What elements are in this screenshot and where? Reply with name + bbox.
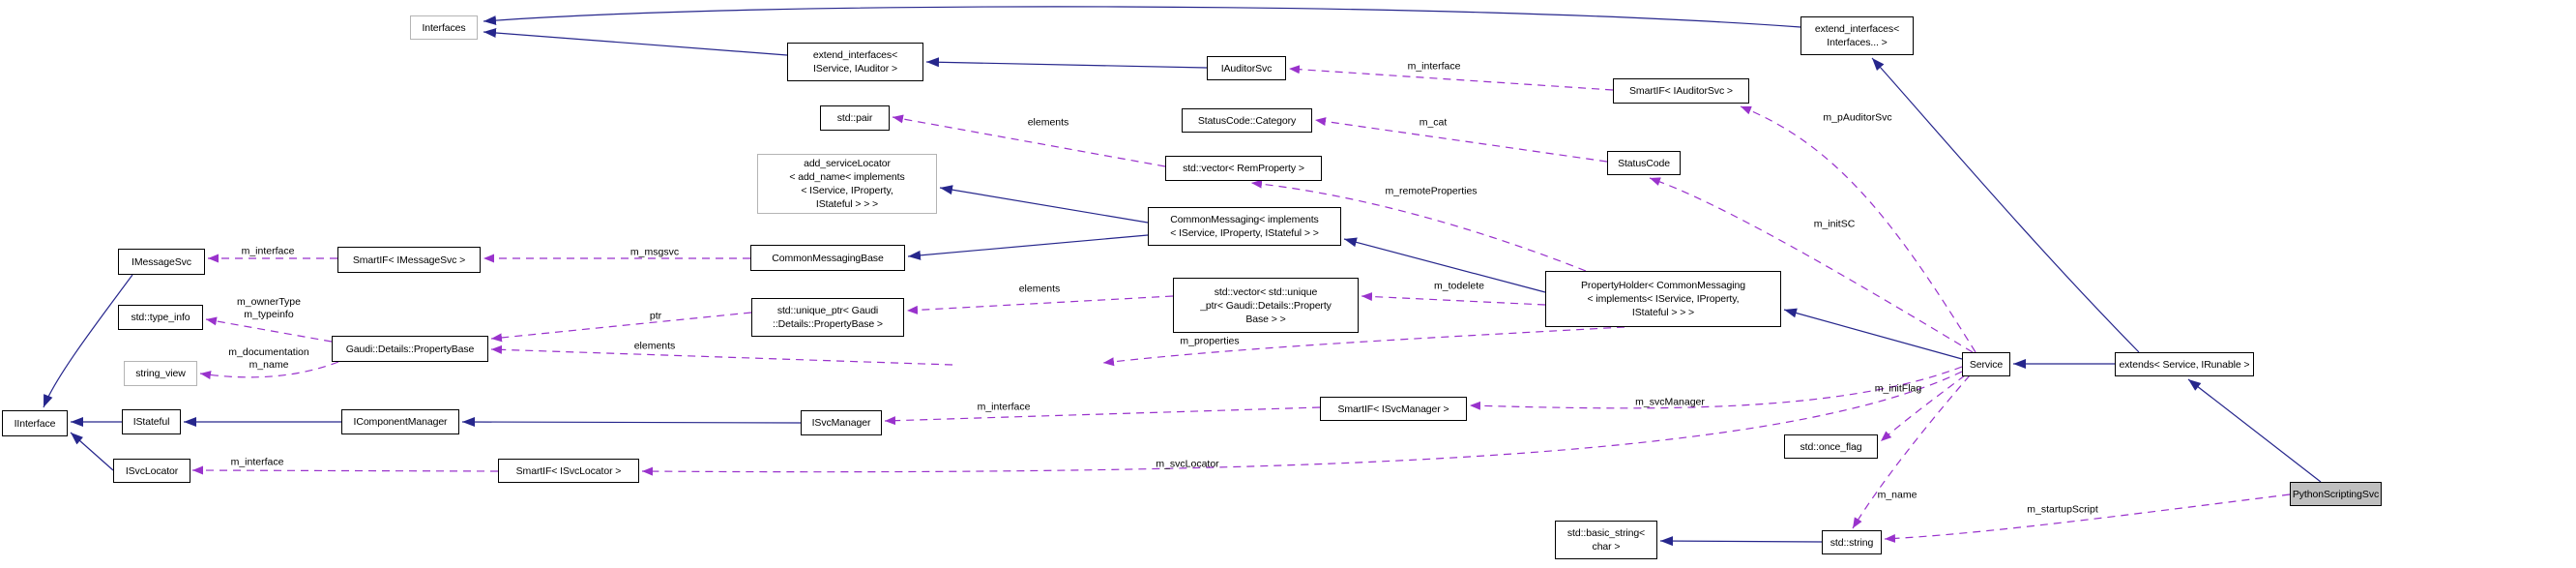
edge-extends-to-extendif-interfaces <box>1871 57 2140 353</box>
node-std-unique-ptr-propertybase[interactable]: std::unique_ptr< Gaudi ::Details::Proper… <box>751 298 904 337</box>
node-add-servicelocator[interactable]: add_serviceLocator < add_name< implement… <box>757 154 937 214</box>
node-extend-interfaces-iservice-iauditor[interactable]: extend_interfaces< IService, IAuditor > <box>787 43 923 81</box>
edge-label-m-properties: m_properties <box>1180 335 1240 347</box>
node-std-type-info[interactable]: std::type_info <box>118 305 203 330</box>
node-isvcmanager[interactable]: ISvcManager <box>801 410 882 435</box>
edge-service-to-stdstring <box>1852 374 1971 529</box>
edge-label-m-ownertype-typeinfo: m_ownerType m_typeinfo <box>237 296 301 320</box>
edge-label-m-interface-svcmanager: m_interface <box>977 401 1031 413</box>
node-commonmessagingbase[interactable]: CommonMessagingBase <box>750 245 905 271</box>
edge-smartif-isvcmanager-to-isvcmanager <box>884 406 1321 426</box>
node-extend-interfaces-variadic[interactable]: extend_interfaces< Interfaces... > <box>1800 16 1914 55</box>
edge-isvclocator-to-iinterface <box>70 432 114 471</box>
edge-propertyholder-to-commonmessaging <box>1343 237 1546 293</box>
edge-commonmessaging-to-commonmessagingbase <box>907 234 1149 260</box>
edge-propertybase-to-typeinfo <box>205 316 333 343</box>
edge-iauditorsvc-to-extendif-svcauditor <box>925 57 1208 69</box>
edge-label-m-initflag: m_initFlag <box>1874 382 1922 395</box>
node-statuscode[interactable]: StatusCode <box>1607 151 1681 175</box>
edge-label-elements-uniqueptr: elements <box>1018 283 1061 295</box>
node-smartif-iauditorsvc[interactable]: SmartIF< IAuditorSvc > <box>1613 78 1749 104</box>
node-std-vector-unique-ptr-propertybase[interactable]: std::vector< std::unique _ptr< Gaudi::De… <box>1173 278 1359 333</box>
edge-vector-remproperty-to-stdpair <box>892 114 1166 167</box>
node-smartif-imessagesvc[interactable]: SmartIF< IMessageSvc > <box>337 247 481 273</box>
edge-label-m-interface-svclocator: m_interface <box>230 456 284 468</box>
edge-label-m-msgsvc: m_msgsvc <box>629 246 680 258</box>
node-pythonscriptingsvc[interactable]: PythonScriptingSvc <box>2290 482 2382 506</box>
node-interfaces[interactable]: Interfaces <box>410 15 478 40</box>
node-isvclocator[interactable]: ISvcLocator <box>113 459 190 483</box>
edge-service-to-onceflag <box>1880 374 1966 442</box>
node-string-view[interactable]: string_view <box>124 361 197 386</box>
node-propertyholder[interactable]: PropertyHolder< CommonMessaging < implem… <box>1545 271 1781 327</box>
edge-label-m-svcmanager: m_svcManager <box>1635 396 1705 408</box>
node-service[interactable]: Service <box>1962 352 2010 376</box>
edge-service-to-propertyholder <box>1783 308 1963 360</box>
edge-label-m-startupscript: m_startupScript <box>2027 503 2098 516</box>
edge-smartif-isvclocator-to-isvclocator <box>191 465 499 475</box>
node-icomponentmanager[interactable]: IComponentManager <box>341 409 459 434</box>
edge-label-m-remoteproperties: m_remoteProperties <box>1385 185 1478 197</box>
node-smartif-isvcmanager[interactable]: SmartIF< ISvcManager > <box>1320 397 1467 421</box>
edge-propertyholder-to-vector-remproperty <box>1250 179 1587 272</box>
edge-propertyholder-to-vector-propbaseptr <box>1102 326 1625 367</box>
edge-pythonscriptingsvc-to-extends <box>2187 378 2322 483</box>
edge-vector-uniqueptr-to-uniqueptr <box>906 295 1174 314</box>
edge-extendif-interfaces-to-interfaces <box>483 6 1801 28</box>
node-iinterface[interactable]: IInterface <box>2 410 68 436</box>
edge-label-m-interface-auditor: m_interface <box>1407 60 1461 73</box>
edge-pythonscriptingsvc-to-stdstring <box>1884 493 2291 543</box>
edge-label-m-svclocator: m_svcLocator <box>1156 458 1219 470</box>
edge-label-ptr: ptr <box>649 310 662 322</box>
edge-stdstring-to-basicstring <box>1659 536 1823 547</box>
node-std-once-flag[interactable]: std::once_flag <box>1784 434 1878 459</box>
edge-propertyholder-to-vector-uniqueptr <box>1361 292 1546 306</box>
edge-commonmessaging-to-addservicelocator <box>939 185 1149 224</box>
node-std-string[interactable]: std::string <box>1822 530 1882 554</box>
edge-uniqueptr-to-propertybase <box>490 312 752 343</box>
node-commonmessaging[interactable]: CommonMessaging< implements < IService, … <box>1148 207 1341 246</box>
edge-service-to-smartif-isvclocator <box>641 371 1963 476</box>
node-std-vector-remproperty[interactable]: std::vector< RemProperty > <box>1165 156 1322 181</box>
edge-isvcmanager-to-icomponentmanager <box>461 417 802 428</box>
edge-label-elements-pair: elements <box>1027 116 1069 129</box>
node-std-pair[interactable]: std::pair <box>820 105 890 131</box>
edge-label-m-cat: m_cat <box>1419 116 1448 129</box>
edge-propertybase-to-stringview <box>199 361 339 380</box>
edge-label-m-todelete: m_todelete <box>1434 280 1484 292</box>
edge-extendif-svcauditor-to-interfaces <box>483 28 788 56</box>
edge-label-m-pauditorsvc: m_pAuditorSvc <box>1823 111 1892 124</box>
node-iauditorsvc[interactable]: IAuditorSvc <box>1207 56 1286 80</box>
edge-label-m-name: m_name <box>1877 489 1917 501</box>
edge-service-to-smartif-isvcmanager <box>1469 366 1963 410</box>
node-statuscode-category[interactable]: StatusCode::Category <box>1182 108 1312 133</box>
node-imessagesvc[interactable]: IMessageSvc <box>118 249 205 275</box>
node-std-basic-string-char[interactable]: std::basic_string< char > <box>1555 521 1657 559</box>
edge-service-to-smartif-iauditorsvc <box>1740 105 1976 353</box>
edge-label-m-documentation-name: m_documentation m_name <box>228 346 309 371</box>
node-extends-service-irunable[interactable]: extends< Service, IRunable > <box>2115 352 2254 376</box>
node-istateful[interactable]: IStateful <box>122 409 181 434</box>
node-gaudi-details-propertybase[interactable]: Gaudi::Details::PropertyBase <box>332 336 488 362</box>
edge-statuscode-to-category <box>1314 117 1608 163</box>
edge-label-m-initsc: m_initSC <box>1813 218 1856 230</box>
edge-service-to-statuscode <box>1649 177 1974 353</box>
edge-vector-propbaseptr-to-propertybase <box>490 344 953 366</box>
edge-imessagesvc-to-iinterface <box>43 274 133 408</box>
edge-label-m-interface-messagesvc: m_interface <box>241 245 295 257</box>
node-smartif-isvclocator[interactable]: SmartIF< ISvcLocator > <box>498 459 639 483</box>
edge-label-elements-properties: elements <box>633 340 676 352</box>
